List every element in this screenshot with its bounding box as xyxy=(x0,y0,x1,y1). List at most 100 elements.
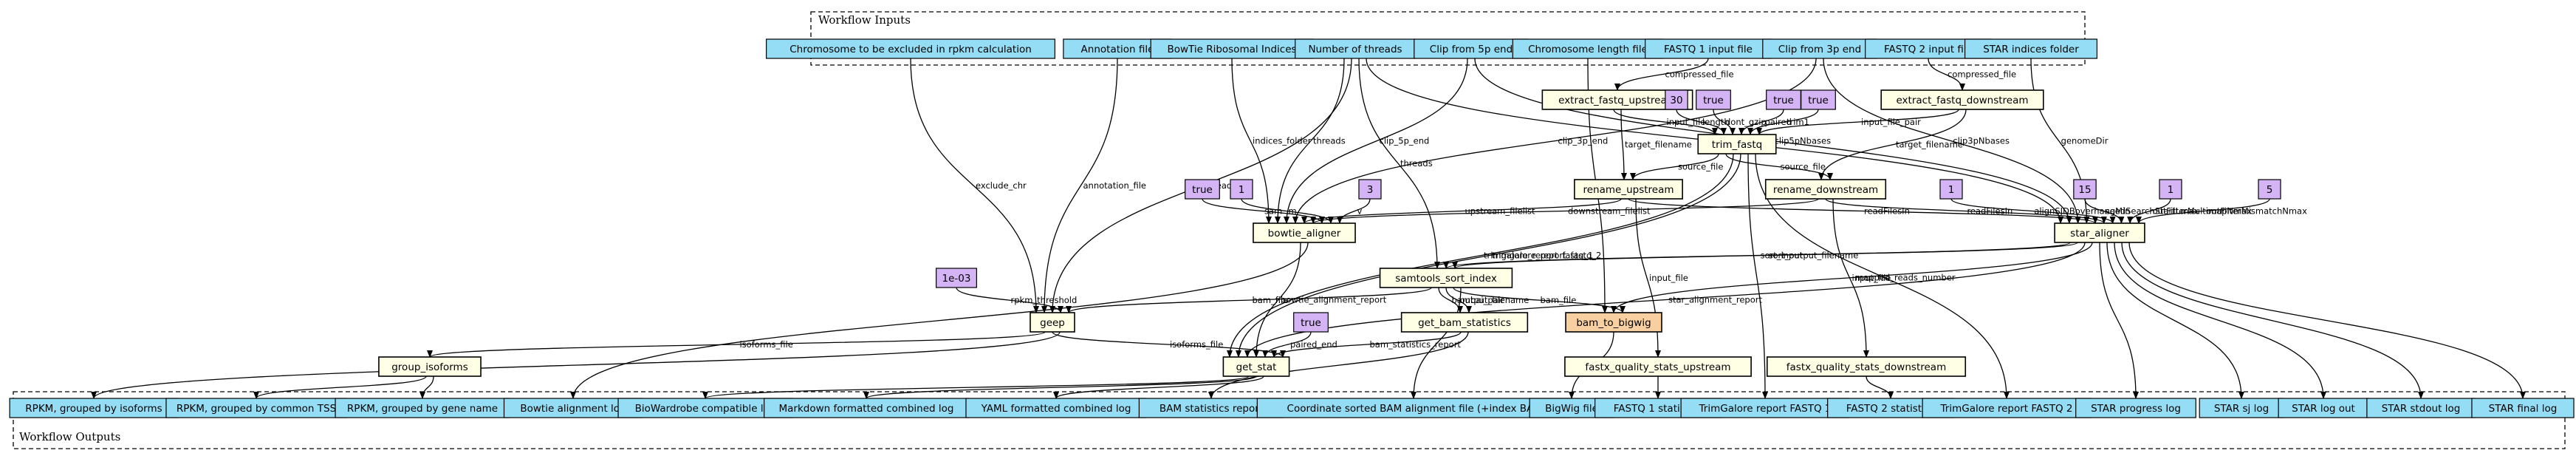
output-node-rpkm-grouped-by-common-tss[interactable]: RPKM, grouped by common TSS xyxy=(165,398,347,418)
step-node-fastx-quality-stats-downstream[interactable]: fastx_quality_stats_downstream xyxy=(1766,356,1967,377)
edge-star-aligner-to-star-stdout-log xyxy=(2121,242,2424,399)
input-node-label: Clip from 3p end xyxy=(1778,44,1861,55)
param-node-label: true xyxy=(1192,184,1213,196)
param-node-1[interactable]: 1 xyxy=(1230,179,1253,200)
edge-true-to-trim-fastq xyxy=(1747,109,1819,135)
edge-label: sort_output_filename xyxy=(1769,251,1859,261)
param-node-true[interactable]: true xyxy=(1293,312,1329,333)
input-node-box xyxy=(1295,38,1416,59)
output-node-label: TrimGalore report FASTQ 1 xyxy=(1699,403,1832,415)
edge-label: alignSJDBoverhangMin xyxy=(2034,206,2130,217)
output-node-star-stdout-log[interactable]: STAR stdout log xyxy=(2366,398,2476,418)
step-node-label: extract_fastq_downstream xyxy=(1896,95,2028,106)
output-node-star-progress-log[interactable]: STAR progress log xyxy=(2075,398,2196,418)
output-node-markdown-formatted-combined-log[interactable]: Markdown formatted combined log xyxy=(764,398,969,418)
edge-label: paired_end xyxy=(1290,339,1337,350)
edge-label: seedSearchStartLmax xyxy=(2106,206,2199,217)
input-node-chromosome-length-file[interactable]: Chromosome length file xyxy=(1512,38,1664,59)
output-node-label: Bowtie alignment log xyxy=(520,403,626,415)
input-node-label: STAR indices folder xyxy=(1983,44,2079,55)
step-node-label: fastx_quality_stats_upstream xyxy=(1585,361,1730,373)
step-node-label: get_stat xyxy=(1236,361,1277,373)
edge-samtools-sort-index-to-coordinate-sorted-bam-alignment-file-index-bai xyxy=(1411,287,1462,399)
step-node-star-aligner[interactable]: star_aligner xyxy=(2054,222,2145,243)
input-node-clip-from-3p-end[interactable]: Clip from 3p end xyxy=(1762,38,1877,59)
edge-label: dont_gzip xyxy=(1725,117,1767,127)
step-node-rename-upstream[interactable]: rename_upstream xyxy=(1574,179,1683,200)
output-node-rpkm-grouped-by-isoforms[interactable]: RPKM, grouped by isoforms xyxy=(9,398,179,418)
param-node-1e-03[interactable]: 1e-03 xyxy=(936,268,977,288)
output-node-trimgalore-report-fastq-1[interactable]: TrimGalore report FASTQ 1 xyxy=(1680,398,1850,418)
step-node-get-bam-statistics[interactable]: get_bam_statistics xyxy=(1400,312,1529,333)
input-node-box xyxy=(1964,38,2098,59)
edge-label: source_file xyxy=(1678,162,1723,172)
output-node-box xyxy=(965,398,1147,418)
param-node-3[interactable]: 3 xyxy=(1358,179,1382,200)
param-node-true[interactable]: true xyxy=(1696,89,1731,110)
input-node-label: FASTQ 1 input file xyxy=(1664,44,1753,55)
edge-label: sam xyxy=(1264,206,1282,217)
step-node-fastx-quality-stats-upstream[interactable]: fastx_quality_stats_upstream xyxy=(1564,356,1752,377)
output-node-star-sj-log[interactable]: STAR sj log xyxy=(2199,398,2284,418)
param-node-1[interactable]: 1 xyxy=(1939,179,1963,200)
output-node-yaml-formatted-combined-log[interactable]: YAML formatted combined log xyxy=(965,398,1147,418)
edge-get-bam-statistics-to-bam-statistics-report xyxy=(1208,331,1469,399)
param-node-label: 1 xyxy=(2168,184,2174,196)
param-node-true[interactable]: true xyxy=(1766,89,1801,110)
edge-label: threads xyxy=(1313,136,1346,146)
param-node-box xyxy=(1293,312,1329,333)
edge-label: trimgalore_report_fastq_2 xyxy=(1492,251,1601,261)
edge-get-stat-to-yaml-formatted-combined-log xyxy=(1053,375,1264,399)
output-node-coordinate-sorted-bam-alignment-file-index-bai[interactable]: Coordinate sorted BAM alignment file (+i… xyxy=(1256,398,1571,418)
param-node-box xyxy=(1358,179,1382,200)
edge-label: input_file xyxy=(1649,273,1688,283)
step-node-bowtie-aligner[interactable]: bowtie_aligner xyxy=(1253,222,1356,243)
step-node-extract-fastq-downstream[interactable]: extract_fastq_downstream xyxy=(1880,89,2044,110)
output-node-rpkm-grouped-by-gene-name[interactable]: RPKM, grouped by gene name xyxy=(335,398,510,418)
output-node-box xyxy=(617,398,793,418)
param-node-1[interactable]: 1 xyxy=(2159,179,2182,200)
edge-label: compressed_file xyxy=(1665,69,1734,80)
input-node-number-of-threads[interactable]: Number of threads xyxy=(1295,38,1416,59)
input-node-fastq-1-input-file[interactable]: FASTQ 1 input file xyxy=(1645,38,1772,59)
edge-star-aligner-to-star-log-out xyxy=(2114,242,2326,399)
param-node-30[interactable]: 30 xyxy=(1665,89,1688,110)
param-node-true[interactable]: true xyxy=(1185,179,1220,200)
step-node-geep[interactable]: geep xyxy=(1030,312,1075,333)
step-node-label: geep xyxy=(1040,317,1065,329)
output-node-trimgalore-report-fastq-2[interactable]: TrimGalore report FASTQ 2 xyxy=(1922,398,2092,418)
input-node-label: Chromosome to be excluded in rpkm calcul… xyxy=(789,44,1032,55)
step-node-label: extract_fastq_upstream xyxy=(1558,95,1676,106)
input-node-bowtie-ribosomal-indices[interactable]: BowTie Ribosomal Indices xyxy=(1150,38,1314,59)
output-node-star-final-log[interactable]: STAR final log xyxy=(2471,398,2575,418)
param-node-5[interactable]: 5 xyxy=(2258,179,2281,200)
step-node-trim-fastq[interactable]: trim_fastq xyxy=(1697,134,1777,154)
param-node-15[interactable]: 15 xyxy=(2073,179,2097,200)
edge-label: readFilesIn xyxy=(1967,206,2012,217)
edge-extract-fastq-upstream-to-trim-fastq xyxy=(1613,109,1718,135)
output-node-biowardrobe-compatible-log[interactable]: BioWardrobe compatible log xyxy=(617,398,793,418)
step-node-label: trim_fastq xyxy=(1712,139,1762,151)
step-node-box xyxy=(1030,312,1075,333)
param-node-true[interactable]: true xyxy=(1801,89,1836,110)
param-node-box xyxy=(936,268,977,288)
edge-fastq-2-input-file-to-extract-fastq-downstream xyxy=(1928,58,1965,91)
output-node-label: STAR stdout log xyxy=(2382,403,2461,415)
step-node-group-isoforms[interactable]: group_isoforms xyxy=(378,356,482,377)
output-node-label: Coordinate sorted BAM alignment file (+i… xyxy=(1287,403,1541,415)
step-node-box xyxy=(1766,356,1967,377)
step-node-samtools-sort-index[interactable]: samtools_sort_index xyxy=(1379,268,1513,288)
edge-label: bowtie_alignment_report xyxy=(1281,295,1387,305)
step-node-label: rename_downstream xyxy=(1773,184,1878,196)
step-node-box xyxy=(1574,179,1683,200)
edge-bowtie-ribosomal-indices-to-bowtie-aligner xyxy=(1231,58,1272,224)
input-node-star-indices-folder[interactable]: STAR indices folder xyxy=(1964,38,2098,59)
output-node-star-log-out[interactable]: STAR log out xyxy=(2278,398,2369,418)
step-node-label: samtools_sort_index xyxy=(1395,273,1497,285)
step-node-rename-downstream[interactable]: rename_downstream xyxy=(1764,179,1887,200)
step-node-bam-to-bigwig[interactable]: bam_to_bigwig xyxy=(1565,312,1662,333)
input-node-chromosome-to-be-excluded-in-rpkm-calculation[interactable]: Chromosome to be excluded in rpkm calcul… xyxy=(766,38,1055,59)
edge-1-to-star-aligner xyxy=(1950,198,2116,224)
input-node-clip-from-5p-end[interactable]: Clip from 5p end xyxy=(1414,38,1529,59)
step-node-get-stat[interactable]: get_stat xyxy=(1222,356,1290,377)
